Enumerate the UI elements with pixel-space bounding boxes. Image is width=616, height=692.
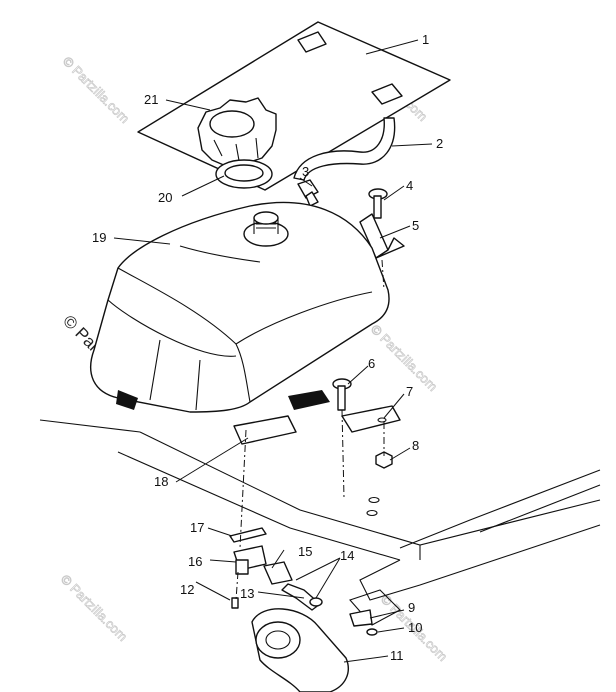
part-20-gasket xyxy=(215,159,273,189)
part-7-bracket xyxy=(341,405,401,433)
part-10-screw xyxy=(366,628,378,636)
part-12-screw xyxy=(231,597,239,609)
callout-5: 5 xyxy=(412,218,419,233)
callout-labels: 1 2 3 4 5 6 7 8 9 10 11 12 13 14 15 16 1… xyxy=(92,32,443,663)
part-16-petcock xyxy=(233,545,267,575)
part-17-plate xyxy=(229,527,267,543)
part-18-pad xyxy=(233,415,297,445)
part-6-bolt xyxy=(332,378,352,411)
part-13-14-line xyxy=(281,583,323,611)
watermark-mid-right: © Partzilla.com xyxy=(368,322,441,395)
part-1-pad xyxy=(137,21,451,191)
callout-16: 16 xyxy=(188,554,202,569)
part-9-clip xyxy=(349,609,373,627)
part-4-bolt xyxy=(368,188,388,219)
callout-21: 21 xyxy=(144,92,158,107)
callout-12: 12 xyxy=(180,582,194,597)
leader-lines xyxy=(113,39,433,663)
callout-6: 6 xyxy=(368,356,375,371)
callout-3: 3 xyxy=(302,164,309,179)
callout-2: 2 xyxy=(436,136,443,151)
callout-4: 4 xyxy=(406,178,413,193)
callout-1: 1 xyxy=(422,32,429,47)
strap-shade xyxy=(288,390,330,410)
part-3-fitting xyxy=(297,179,319,207)
callout-9: 9 xyxy=(408,600,415,615)
callout-11: 11 xyxy=(390,648,404,663)
part-11-line xyxy=(251,608,349,692)
assembly-lines xyxy=(235,259,385,601)
callout-18: 18 xyxy=(154,474,168,489)
part-2-vent-hose xyxy=(293,117,396,181)
callout-20: 20 xyxy=(158,190,172,205)
watermark-bottom-left: © Partzilla.com xyxy=(58,572,131,645)
callout-7: 7 xyxy=(406,384,413,399)
frame-rails xyxy=(39,419,601,626)
part-21-fuel-cap xyxy=(197,97,277,167)
callout-15: 15 xyxy=(298,544,312,559)
watermark-top-left: © Partzilla.com xyxy=(60,54,133,127)
callout-14: 14 xyxy=(340,548,354,563)
callout-8: 8 xyxy=(412,438,419,453)
callout-19: 19 xyxy=(92,230,106,245)
part-19-fuel-tank xyxy=(90,201,390,413)
callout-13: 13 xyxy=(240,586,254,601)
callout-17: 17 xyxy=(190,520,204,535)
part-15-fitting xyxy=(263,561,293,585)
callout-10: 10 xyxy=(408,620,422,635)
